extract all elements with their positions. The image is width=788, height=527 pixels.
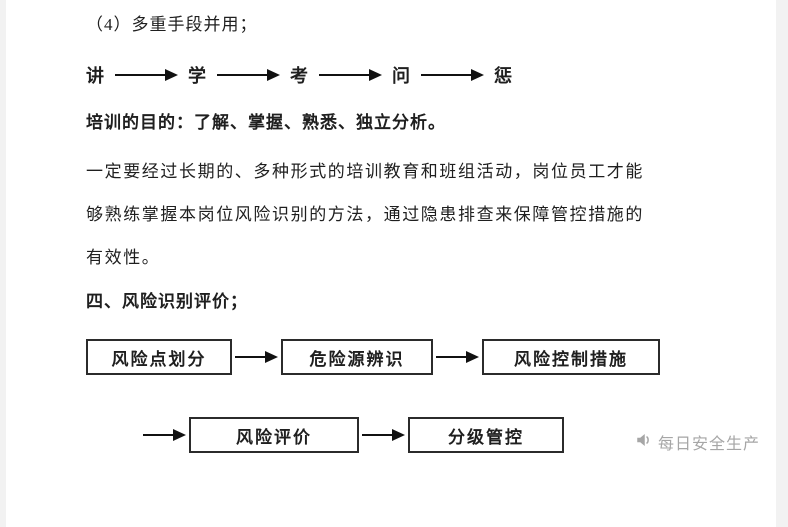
section-heading: 四、风险识别评价； — [86, 292, 248, 311]
flow-box-risk-point: 风险点划分 — [86, 339, 232, 375]
watermark: 每日安全生产 — [635, 430, 760, 454]
paragraph-line: 够熟练掌握本岗位风险识别的方法，通过隐患排查来保障管控措施的 — [86, 205, 644, 224]
page-edge-right — [776, 0, 788, 527]
training-purpose-line: 培训的目的：了解、掌握、熟悉、独立分析。 — [86, 113, 446, 132]
flow-box-graded-control: 分级管控 — [408, 417, 564, 453]
flow-box-risk-evaluation: 风险评价 — [189, 417, 359, 453]
flow-step: 学 — [188, 66, 207, 86]
body-paragraph: 一定要经过长期的、多种形式的培训教育和班组活动，岗位员工才能 够熟练掌握本岗位风… — [86, 150, 686, 279]
flow-step: 讲 — [86, 66, 105, 86]
flow-step: 惩 — [494, 66, 513, 86]
arrow-right-icon — [235, 351, 278, 363]
list-item-4: （4）多重手段并用； — [86, 15, 258, 34]
arrow-right-icon — [319, 69, 382, 81]
flow-step: 问 — [392, 66, 411, 86]
risk-flow-row-2: 风险评价 分级管控 — [140, 417, 686, 453]
paragraph-line: 有效性。 — [86, 248, 161, 267]
training-method-sequence: 讲 学 考 问 惩 — [86, 62, 686, 88]
arrow-right-icon — [143, 429, 186, 441]
flow-step: 考 — [290, 66, 309, 86]
arrow-right-icon — [421, 69, 484, 81]
arrow-right-icon — [436, 351, 479, 363]
arrow-right-icon — [115, 69, 178, 81]
arrow-right-icon — [362, 429, 405, 441]
risk-flow-row-1: 风险点划分 危险源辨识 风险控制措施 — [86, 339, 686, 375]
page-edge-left — [0, 0, 6, 527]
megaphone-icon — [635, 431, 653, 454]
flow-box-risk-control: 风险控制措施 — [482, 339, 660, 375]
arrow-right-icon — [217, 69, 280, 81]
flow-box-hazard-identification: 危险源辨识 — [281, 339, 433, 375]
watermark-text: 每日安全生产 — [657, 436, 760, 453]
paragraph-line: 一定要经过长期的、多种形式的培训教育和班组活动，岗位员工才能 — [86, 162, 644, 181]
document-page: （4）多重手段并用； 讲 学 考 问 惩 培训的目的：了解、掌握、熟悉、独立分析… — [86, 12, 686, 453]
